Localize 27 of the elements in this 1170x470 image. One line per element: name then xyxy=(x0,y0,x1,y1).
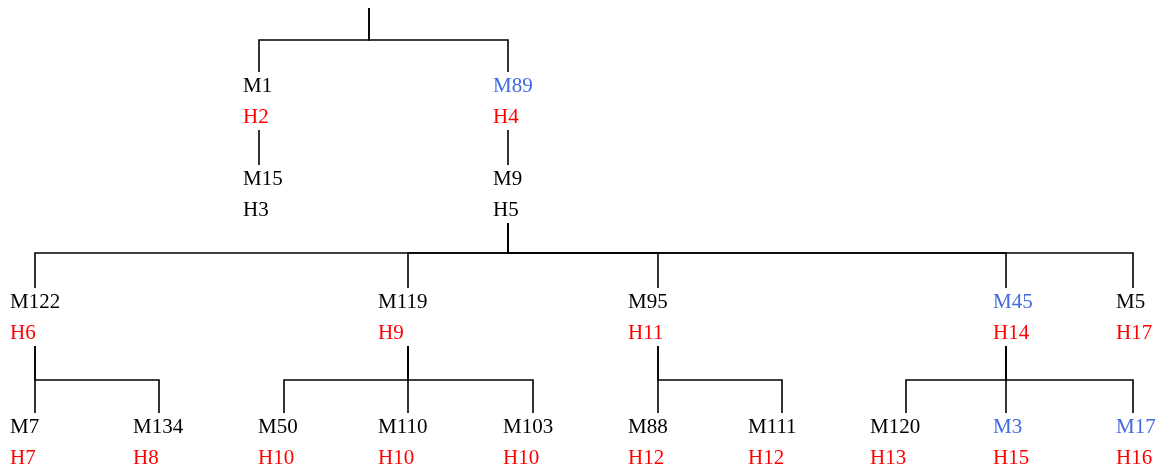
node-label: M88 H12 xyxy=(628,411,668,470)
connector-line xyxy=(368,7,509,73)
connector-line xyxy=(657,345,783,414)
connector-line xyxy=(258,129,260,166)
node-label: M111 H12 xyxy=(748,411,797,470)
node-label: M9 H5 xyxy=(493,163,523,225)
connector-line xyxy=(34,345,160,414)
node-label: M15 H3 xyxy=(243,163,283,225)
node-label: M5 H17 xyxy=(1116,286,1153,348)
connector-line xyxy=(407,345,534,414)
node-label: M122 H6 xyxy=(10,286,61,348)
node-label: M17 H16 xyxy=(1116,411,1156,470)
connector-line xyxy=(507,222,1134,289)
node-label: M45 H14 xyxy=(993,286,1033,348)
node-label: M120 H13 xyxy=(870,411,921,470)
node-label: M50 H10 xyxy=(258,411,298,470)
connector-line xyxy=(1005,345,1134,414)
node-label: M119 H9 xyxy=(378,286,428,348)
node-label: M110 H10 xyxy=(378,411,428,470)
node-label: M1 H2 xyxy=(243,70,273,132)
node-label: M3 H15 xyxy=(993,411,1030,470)
connector-line xyxy=(507,129,509,166)
node-label: M134 H8 xyxy=(133,411,184,470)
node-label: M103 H10 xyxy=(503,411,554,470)
node-label: M89 H4 xyxy=(493,70,533,132)
node-label: M7 H7 xyxy=(10,411,40,470)
node-label: M95 H11 xyxy=(628,286,668,348)
